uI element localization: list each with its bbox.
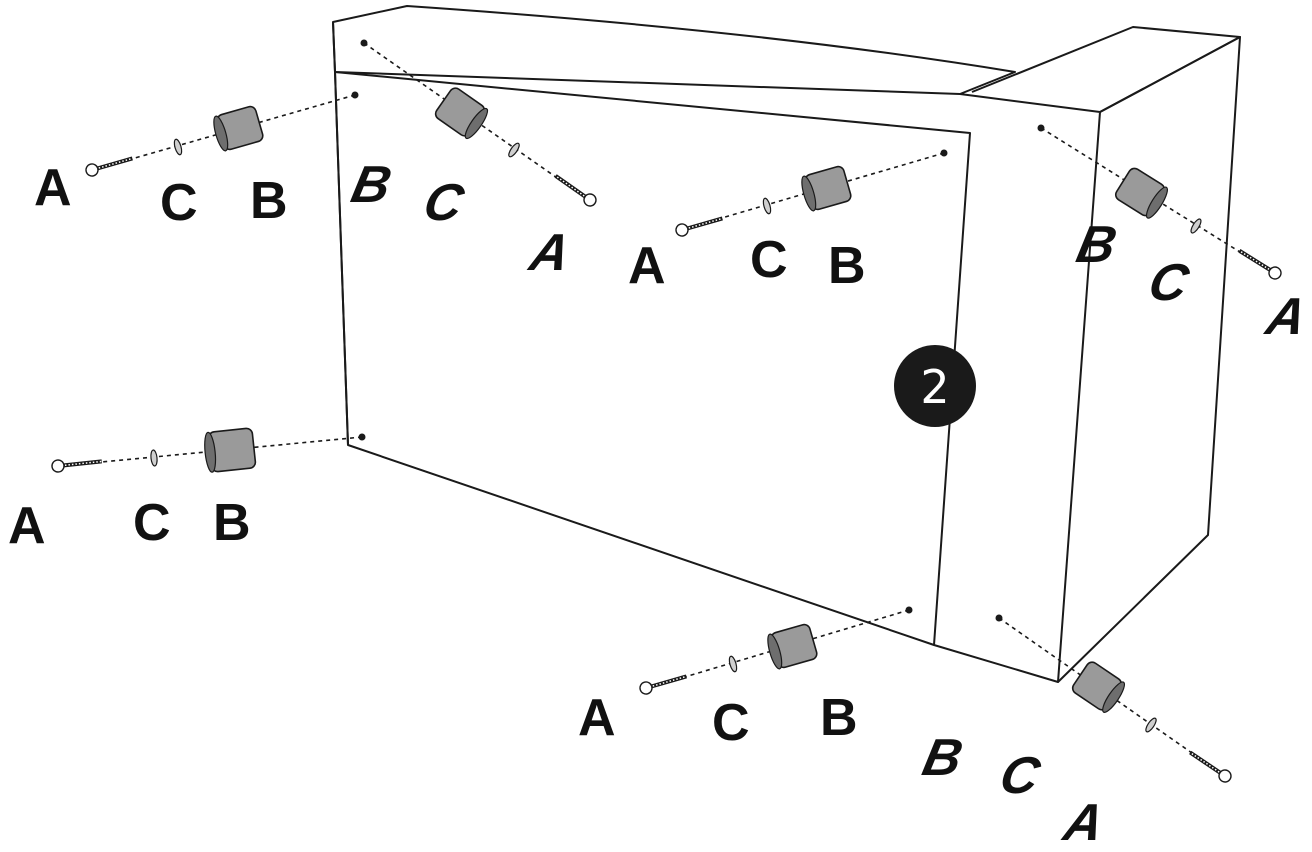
step-badge-circle bbox=[894, 345, 976, 427]
screw-a bbox=[1238, 249, 1282, 280]
spacer-b bbox=[204, 427, 257, 473]
spacer-b bbox=[213, 105, 264, 152]
screw-a bbox=[1189, 750, 1232, 783]
step-number: 2 bbox=[920, 360, 949, 414]
washer-c bbox=[762, 197, 772, 215]
label-a: A bbox=[34, 159, 72, 217]
line-front-top-right bbox=[683, 152, 945, 230]
washer-c bbox=[173, 138, 183, 156]
assembly-side-bottom bbox=[1071, 661, 1232, 783]
label-c: C bbox=[750, 231, 788, 289]
spacer-b bbox=[1071, 661, 1126, 713]
label-b: B bbox=[820, 689, 858, 747]
label-b: B bbox=[347, 156, 397, 214]
screw-a bbox=[85, 156, 133, 177]
washer-c bbox=[1145, 717, 1157, 733]
spacer-b bbox=[767, 623, 818, 670]
spacer-b bbox=[434, 87, 489, 140]
assembly-front-bottom-left bbox=[51, 427, 257, 473]
label-b: B bbox=[828, 237, 866, 295]
assembly-front-top-right bbox=[675, 165, 852, 237]
assembly-side-top bbox=[1114, 167, 1282, 280]
screw-a bbox=[554, 174, 597, 207]
label-b: B bbox=[1072, 216, 1122, 274]
assembly-front-top-center bbox=[434, 87, 597, 207]
end-top-face bbox=[971, 26, 1241, 113]
screw-a bbox=[51, 459, 102, 473]
washer-c bbox=[728, 655, 738, 673]
label-a: A bbox=[1057, 794, 1109, 852]
label-c: C bbox=[1144, 254, 1195, 312]
label-a: A bbox=[1260, 288, 1312, 346]
label-c: C bbox=[160, 174, 198, 232]
label-a: A bbox=[578, 689, 616, 747]
screw-a bbox=[675, 216, 723, 237]
label-c: C bbox=[419, 174, 470, 232]
label-a: A bbox=[628, 237, 666, 295]
label-c: C bbox=[712, 694, 750, 752]
step-badge: 2 bbox=[894, 345, 976, 427]
spacer-b bbox=[801, 165, 852, 212]
cabinet-left-edge bbox=[332, 21, 349, 446]
label-b: B bbox=[250, 172, 288, 230]
label-c: C bbox=[995, 747, 1046, 805]
hardware bbox=[51, 87, 1282, 783]
label-a: A bbox=[523, 224, 575, 282]
label-a: A bbox=[8, 497, 46, 555]
label-b: B bbox=[213, 494, 251, 552]
cabinet-top-strip bbox=[332, 5, 1016, 95]
assembly-front-top-left bbox=[85, 105, 264, 177]
washer-c bbox=[1190, 218, 1202, 234]
front-panel bbox=[334, 71, 971, 646]
spacer-b bbox=[1114, 167, 1168, 219]
label-b: B bbox=[918, 729, 968, 787]
washer-c bbox=[150, 449, 158, 467]
end-side-face bbox=[1057, 36, 1241, 683]
screw-a bbox=[639, 674, 687, 695]
line-front-bottom-left bbox=[59, 436, 363, 467]
assembly-front-bottom-right bbox=[639, 623, 818, 695]
label-c: C bbox=[133, 494, 171, 552]
end-front-face bbox=[933, 93, 1101, 683]
part-labels: A C B B C A A C B B C A A C B A C B B C … bbox=[8, 156, 1311, 852]
washer-c bbox=[508, 142, 520, 158]
cabinet bbox=[332, 5, 1241, 683]
